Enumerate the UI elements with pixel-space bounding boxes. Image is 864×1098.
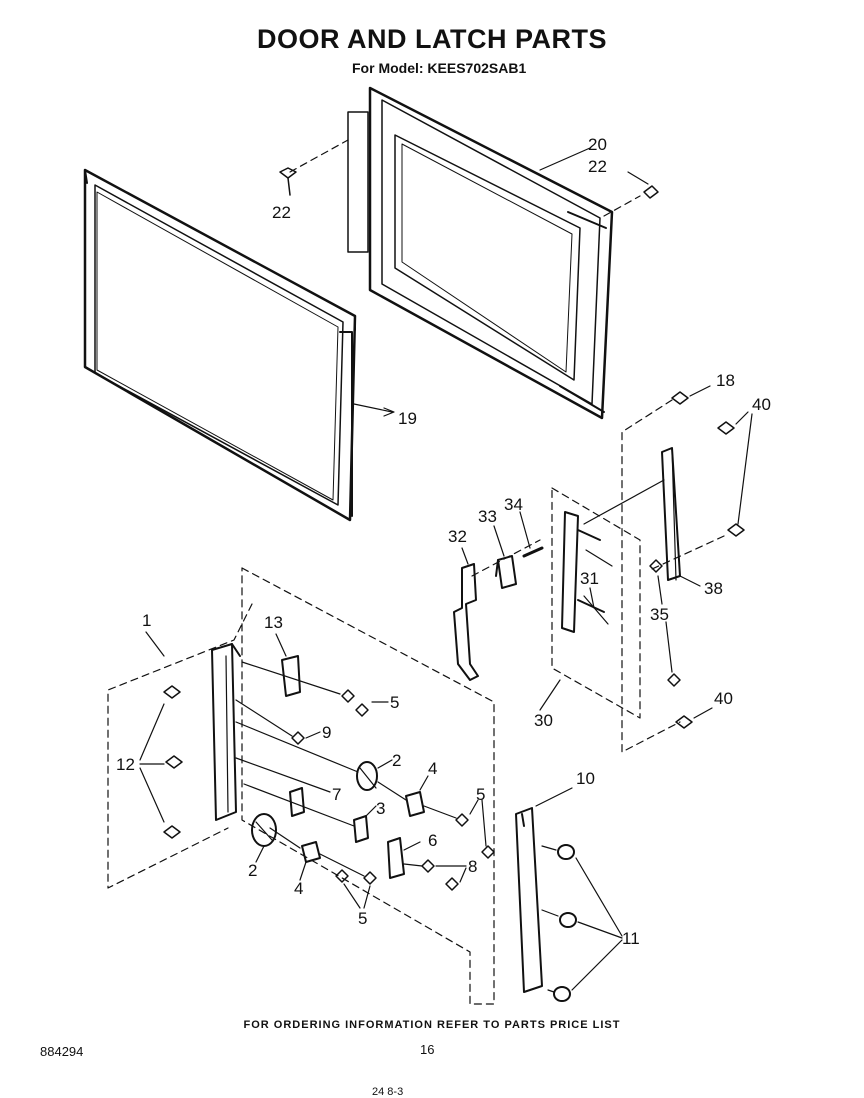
callout-4-upper: 4 xyxy=(428,759,437,778)
callout-40-bottom: 40 xyxy=(714,689,733,708)
callout-40-top: 40 xyxy=(752,395,771,414)
screw-35 xyxy=(649,559,681,687)
callout-33: 33 xyxy=(478,507,497,526)
latch-4-lower xyxy=(301,841,321,863)
callout-7: 7 xyxy=(332,785,341,804)
callout-10: 10 xyxy=(576,769,595,788)
screws-5-upper xyxy=(341,689,369,717)
screw-40-bottom xyxy=(675,715,693,729)
callout-2-upper: 2 xyxy=(392,751,401,770)
latch-bracket-30 xyxy=(561,511,613,633)
switch-13 xyxy=(281,655,301,697)
callout-13: 13 xyxy=(264,613,283,632)
screw-22-left xyxy=(279,167,297,196)
actuator-7 xyxy=(289,787,305,817)
callout-20: 20 xyxy=(588,135,607,154)
callout-35: 35 xyxy=(650,605,669,624)
callout-19: 19 xyxy=(398,409,417,428)
callout-8: 8 xyxy=(468,857,477,876)
screw-18 xyxy=(671,385,711,405)
callout-32: 32 xyxy=(448,527,467,546)
callout-22-left: 22 xyxy=(272,203,291,222)
screws-12 xyxy=(163,685,183,839)
callout-34: 34 xyxy=(504,495,523,514)
cam-2-upper xyxy=(356,761,378,791)
screw-9 xyxy=(291,731,305,745)
callout-12: 12 xyxy=(116,755,135,774)
callout-6: 6 xyxy=(428,831,437,850)
cutoff-text: 24 8-3 xyxy=(372,1086,404,1098)
latch-lever-32 xyxy=(453,563,479,681)
callout-22-right: 22 xyxy=(588,157,607,176)
ordering-note: FOR ORDERING INFORMATION REFER TO PARTS … xyxy=(243,1019,621,1031)
callout-9: 9 xyxy=(322,723,331,742)
latch-hook-33 xyxy=(495,555,517,589)
inner-door-panel-20 xyxy=(347,86,614,420)
callout-5-right: 5 xyxy=(476,785,485,804)
callout-30: 30 xyxy=(534,711,553,730)
callout-1: 1 xyxy=(142,611,151,630)
page-number: 16 xyxy=(420,1042,435,1057)
callout-3: 3 xyxy=(376,799,385,818)
callout-11: 11 xyxy=(622,929,640,948)
screws-5-lower xyxy=(335,869,377,885)
switch-6 xyxy=(387,837,405,879)
document-number: 884294 xyxy=(40,1044,84,1059)
latch-bar-10 xyxy=(515,807,543,993)
callout-5-upper: 5 xyxy=(390,693,399,712)
callout-31: 31 xyxy=(580,569,599,588)
screws-5-right xyxy=(455,813,495,859)
fasteners-11 xyxy=(553,844,577,1002)
callout-38: 38 xyxy=(704,579,723,598)
callout-5-lower: 5 xyxy=(358,909,367,928)
page-title: DOOR AND LATCH PARTS xyxy=(257,24,607,54)
screw-40-top xyxy=(717,421,745,537)
screw-22-right xyxy=(643,185,659,199)
bracket-38 xyxy=(661,447,681,581)
door-frame-19 xyxy=(83,168,357,522)
latch-plate-1 xyxy=(211,643,241,821)
screws-8 xyxy=(421,859,459,891)
spring-34 xyxy=(522,546,544,558)
callout-4-lower: 4 xyxy=(294,879,303,898)
callout-2-lower: 2 xyxy=(248,861,257,880)
callout-18: 18 xyxy=(716,371,735,390)
switch-actuator-3 xyxy=(353,815,369,843)
model-line: For Model: KEES702SAB1 xyxy=(352,60,527,76)
latch-4-upper xyxy=(405,791,425,817)
